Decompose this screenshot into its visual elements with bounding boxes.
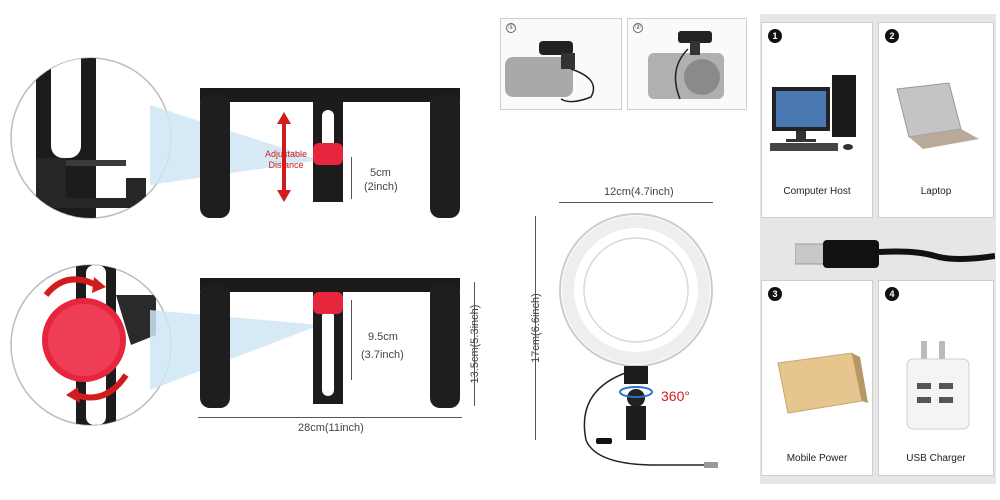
mic-panel-number-2: ② (633, 23, 643, 33)
power-label-usb-charger: USB Charger (906, 453, 966, 464)
ring-light-image (559, 213, 718, 468)
power-number-4: 4 (885, 287, 899, 301)
power-card-computer-host: 1 Computer Host (761, 22, 873, 218)
power-number-3: 3 (768, 287, 782, 301)
power-card-mobile-power: 3 Mobile Power (761, 280, 873, 476)
zoom-beam-top (150, 105, 320, 185)
power-label-mobile-power: Mobile Power (786, 453, 848, 464)
adjustable-distance-label: Adjustable Distance (264, 149, 308, 170)
power-number-2: 2 (885, 29, 899, 43)
zoom-beam-bottom (150, 310, 320, 390)
bottom-height-inch: (3.7inch) (361, 349, 404, 361)
knob-zoom-detail (10, 264, 172, 426)
side-height-dim-line (474, 282, 475, 406)
rotation-label: 360° (661, 388, 690, 404)
rig-width-label: 28cm(11inch) (298, 422, 364, 434)
ring-height-label: 17cm(6.6inch) (530, 293, 542, 363)
camera-mic-image (648, 31, 724, 100)
bottom-rig-image (200, 278, 460, 408)
ring-width-dim-line (559, 202, 713, 203)
laptop-icon (896, 82, 979, 149)
power-card-laptop: 2 Laptop (878, 22, 994, 218)
mid-height-dim-line (351, 300, 352, 380)
phone-mic-image (505, 41, 595, 103)
height-dim-line (351, 157, 352, 199)
mobile-power-icon (777, 352, 868, 414)
side-height-label: 13.5cm(5.3inch) (469, 304, 481, 384)
top-rig-image (200, 88, 460, 218)
usb-charger-icon (906, 341, 970, 430)
computer-host-icon (770, 75, 856, 151)
power-label-computer-host: Computer Host (783, 186, 851, 197)
mic-phone-panel: ① (500, 18, 622, 110)
bracket-zoom-detail (10, 57, 172, 219)
mic-camera-panel: ② (627, 18, 747, 110)
bottom-height-cm: 9.5cm (368, 331, 398, 343)
width-dim-line (198, 417, 462, 418)
top-height-inch: (2inch) (364, 181, 398, 193)
top-height-cm: 5cm (370, 167, 391, 179)
mic-panel-number-1: ① (506, 23, 516, 33)
ring-width-label: 12cm(4.7inch) (604, 186, 674, 198)
usb-cable-icon (795, 240, 995, 268)
ring-height-dim-line (535, 216, 536, 440)
power-card-usb-charger: 4 USB Charger (878, 280, 994, 476)
power-label-laptop: Laptop (920, 186, 952, 197)
power-number-1: 1 (768, 29, 782, 43)
adjust-arrow-icon (277, 112, 291, 202)
